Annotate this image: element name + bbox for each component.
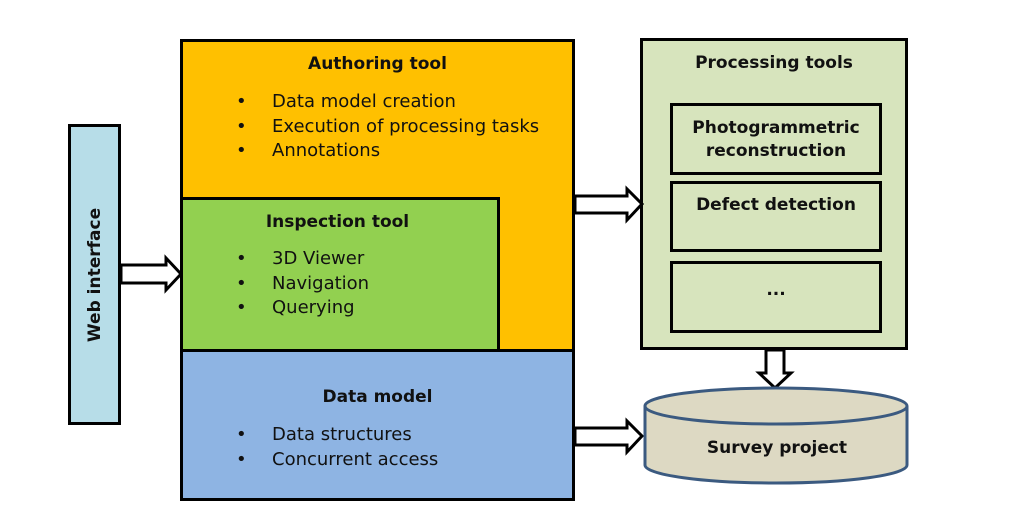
inspection-tool-list: 3D Viewer Navigation Querying <box>236 247 369 321</box>
arrow-web-to-inspection <box>119 254 184 294</box>
processing-tools-box: Processing tools Photogrammetric reconst… <box>640 38 908 350</box>
data-model-list: Data structures Concurrent access <box>236 423 438 472</box>
data-model-box: Data model Data structures Concurrent ac… <box>180 349 575 501</box>
list-item: 3D Viewer <box>236 247 369 272</box>
subtool-more: ... <box>670 261 882 333</box>
list-item: Execution of processing tasks <box>236 115 539 140</box>
list-item: Navigation <box>236 272 369 297</box>
list-item: Data model creation <box>236 90 539 115</box>
subtool-photogrammetric-reconstruction: Photogrammetric reconstruction <box>670 103 882 175</box>
survey-project-label: Survey project <box>706 438 848 458</box>
authoring-tool-list: Data model creation Execution of process… <box>236 90 539 164</box>
inspection-tool-title: Inspection tool <box>265 212 410 232</box>
list-item: Concurrent access <box>236 448 438 473</box>
arrow-datamodel-to-survey <box>573 417 645 456</box>
arrow-authoring-to-processing <box>573 185 645 224</box>
survey-project-cylinder <box>643 386 909 485</box>
processing-tools-title: Processing tools <box>695 53 853 73</box>
authoring-tool-title: Authoring tool <box>308 54 447 74</box>
subtool-defect-detection: Defect detection <box>670 181 882 252</box>
data-model-title: Data model <box>322 387 433 407</box>
list-item: Querying <box>236 296 369 321</box>
list-item: Annotations <box>236 139 539 164</box>
list-item: Data structures <box>236 423 438 448</box>
arrow-processing-to-survey <box>755 348 795 391</box>
